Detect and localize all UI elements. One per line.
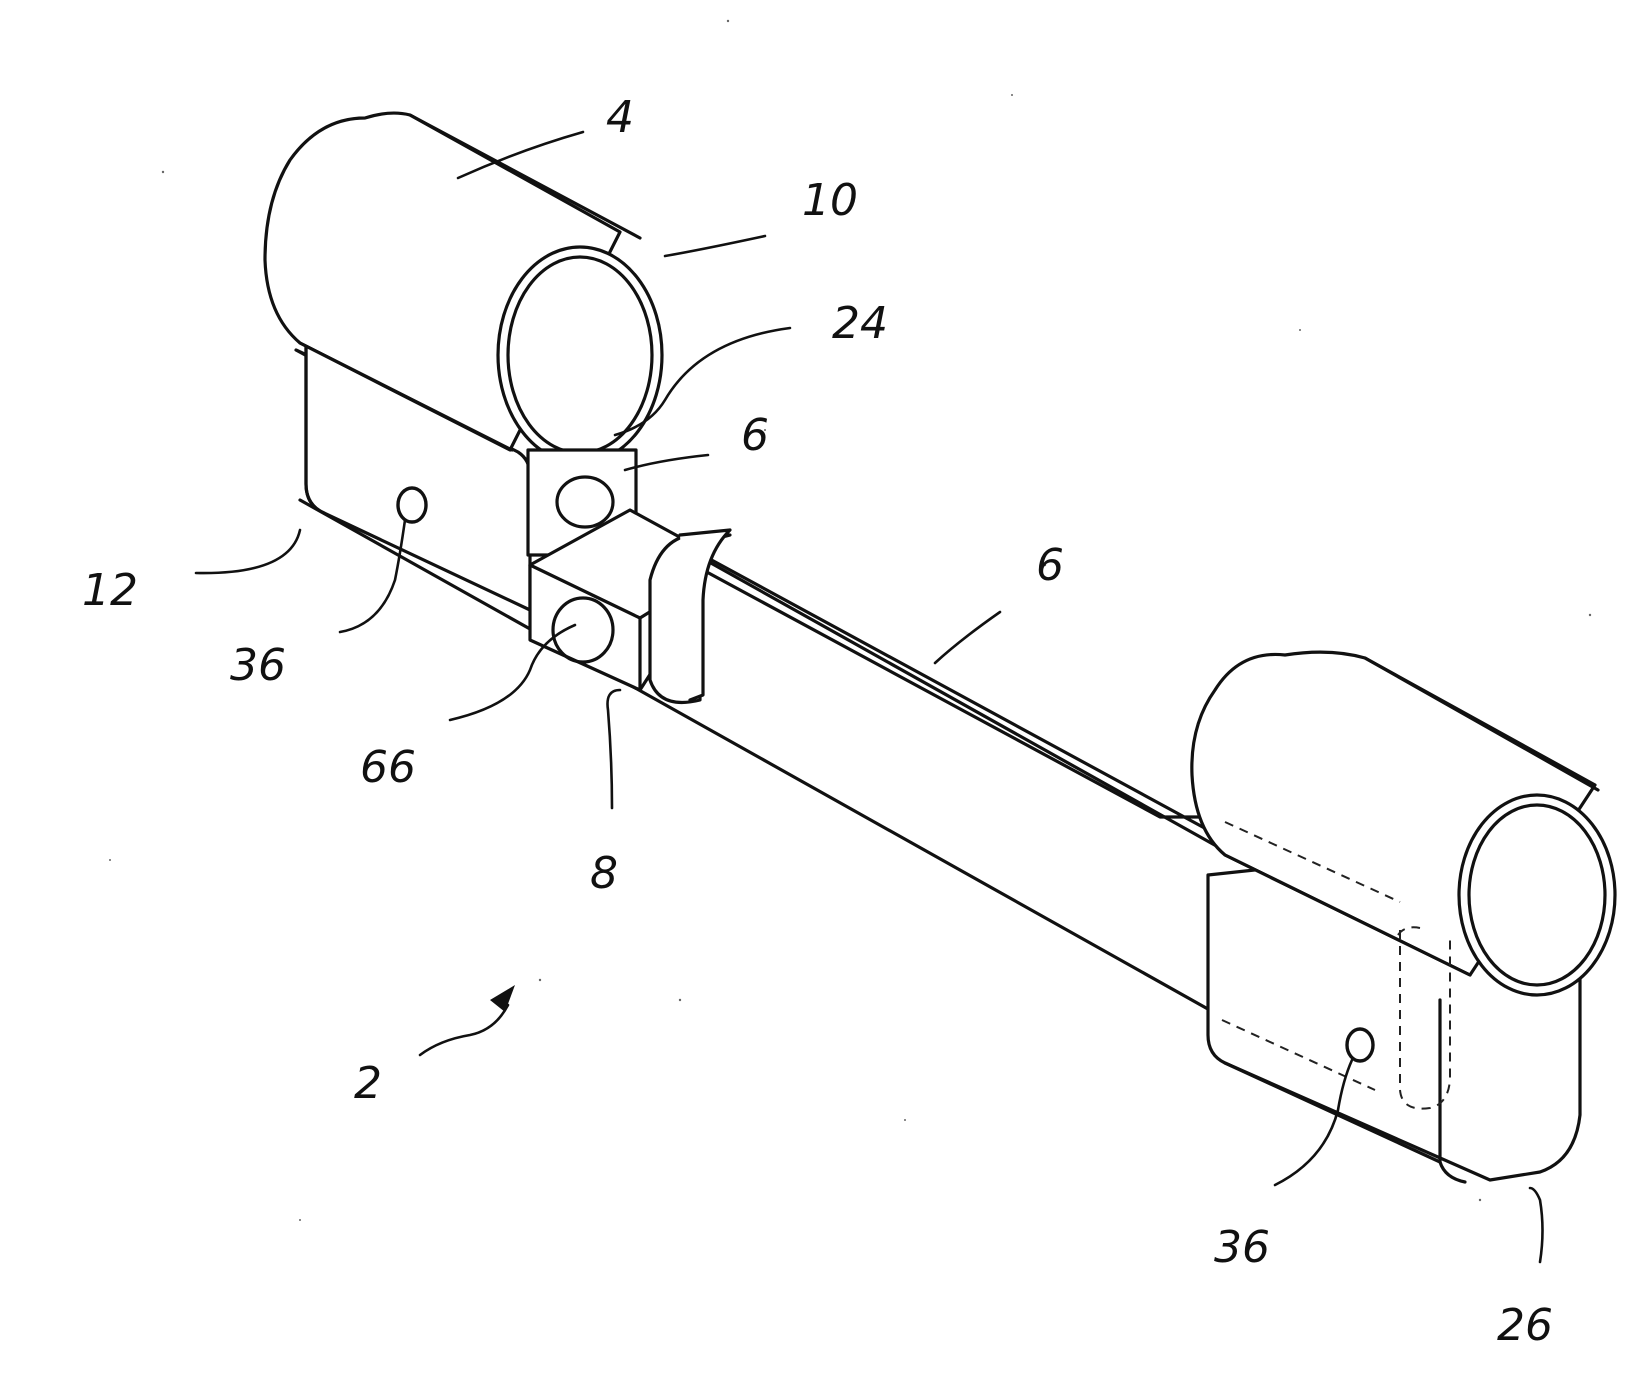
label-12: 12	[82, 565, 138, 616]
assembly-arrowhead	[490, 985, 515, 1012]
label-36-right: 36	[1214, 1222, 1270, 1273]
label-2: 2	[354, 1058, 382, 1109]
left-cylinder	[263, 111, 664, 465]
label-24: 24	[832, 298, 888, 349]
label-4: 4	[606, 92, 634, 143]
collar-ring	[648, 528, 732, 705]
label-8: 8	[590, 848, 618, 899]
screw-hole-right	[1345, 1027, 1375, 1063]
right-cylinder	[1190, 650, 1617, 1184]
screw-hole-left	[396, 486, 428, 524]
scan-noise	[109, 19, 1592, 1221]
label-6-upper: 6	[741, 410, 769, 461]
leader-lines	[194, 130, 1544, 1264]
label-66: 66	[360, 742, 416, 793]
label-10: 10	[802, 175, 858, 226]
label-26: 26	[1497, 1300, 1553, 1351]
reference-labels: 4 10 24 6 12 36 6 66 8 2 36 26	[82, 92, 1553, 1351]
label-6-main: 6	[1036, 540, 1064, 591]
label-36-left: 36	[230, 640, 286, 691]
